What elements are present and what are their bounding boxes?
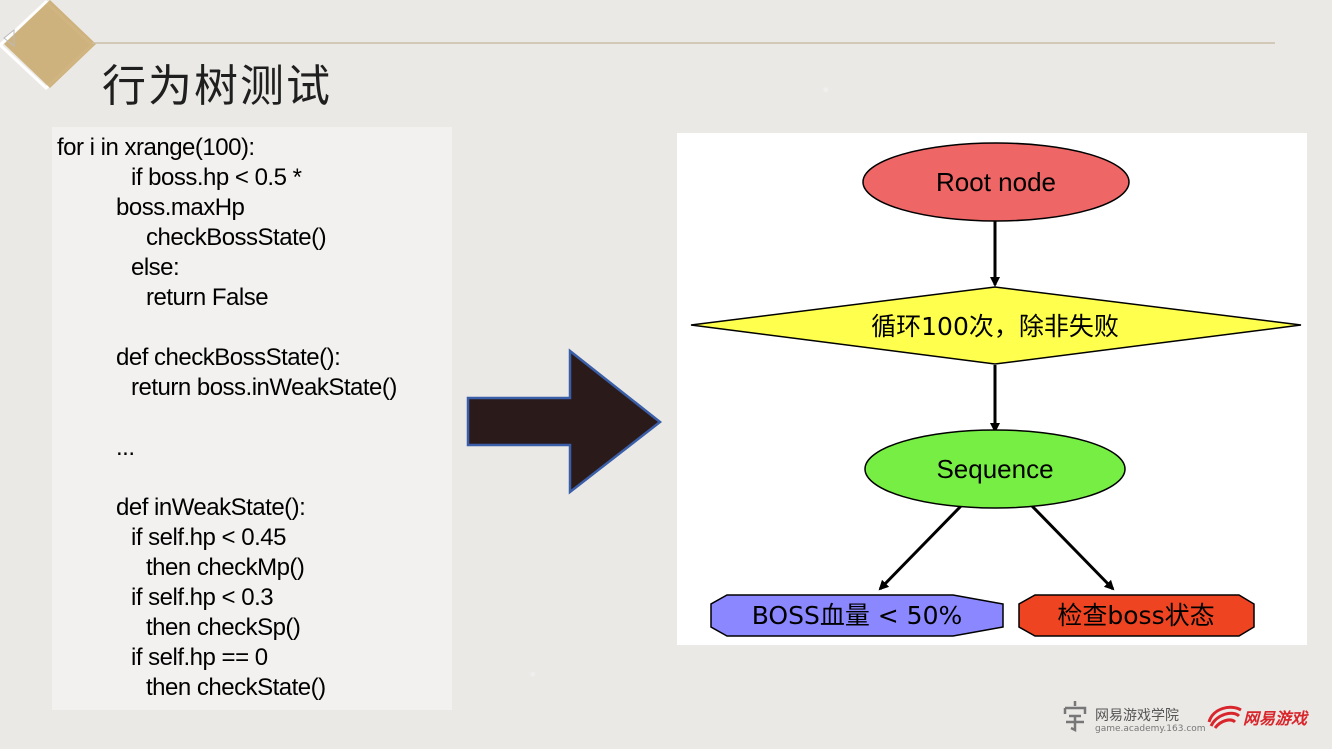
edge-sequence-to-action [1030, 504, 1115, 591]
netease-games-logo-icon [1207, 705, 1242, 729]
code-line: def checkBossState(): [116, 344, 341, 371]
code-line: return boss.inWeakState() [131, 374, 397, 401]
root-node-label: Root node [936, 167, 1056, 197]
right-arrow-icon [466, 348, 663, 495]
academy-name: 网易游戏学院 [1095, 708, 1179, 724]
code-line: def inWeakState(): [116, 494, 306, 521]
repeat-decorator-label: 循环100次，除非失败 [871, 312, 1119, 341]
code-line: then checkState() [146, 674, 326, 701]
action-leaf-node [1018, 594, 1255, 637]
sequence-node-label: Sequence [936, 454, 1053, 484]
diamond-fill-icon [4, 0, 96, 88]
root-node [862, 142, 1130, 222]
code-line: for i in xrange(100): [57, 134, 255, 161]
code-line: checkBossState() [146, 224, 327, 251]
academy-logo-icon [1063, 701, 1087, 733]
code-line: if self.hp == 0 [131, 644, 268, 671]
repeat-decorator-node [690, 286, 1302, 365]
condition-leaf-node [710, 594, 1004, 637]
condition-leaf-label: BOSS血量 < 50% [752, 601, 963, 630]
slide-title: 行为树测试 [102, 61, 332, 112]
code-line: else: [131, 254, 180, 281]
arrow-shape [466, 348, 663, 495]
code-line: boss.maxHp [116, 194, 245, 221]
edge-sequence-to-condition [878, 504, 963, 591]
behavior-tree-diagram: Root node 循环100次，除非失败 Sequence BOSS血量 < … [690, 142, 1302, 637]
header-decoration [0, 0, 1275, 91]
code-line: then checkSp() [146, 614, 301, 641]
code-line: if boss.hp < 0.5 * [131, 164, 302, 191]
code-line: ... [116, 434, 135, 461]
code-panel: for i in xrange(100): if boss.hp < 0.5 *… [52, 127, 452, 710]
action-leaf-label: 检查boss状态 [1057, 601, 1214, 630]
code-line: then checkMp() [146, 554, 305, 581]
sequence-node [864, 429, 1126, 509]
academy-url: game.academy.163.com [1095, 724, 1206, 734]
code-line: if self.hp < 0.3 [131, 584, 274, 611]
code-line: if self.hp < 0.45 [131, 524, 286, 551]
small-triangle-icon [3, 28, 15, 48]
behavior-tree-panel: Root node 循环100次，除非失败 Sequence BOSS血量 < … [677, 133, 1307, 645]
code-line: return False [146, 284, 269, 311]
netease-games-name: 网易游戏 [1243, 709, 1308, 728]
